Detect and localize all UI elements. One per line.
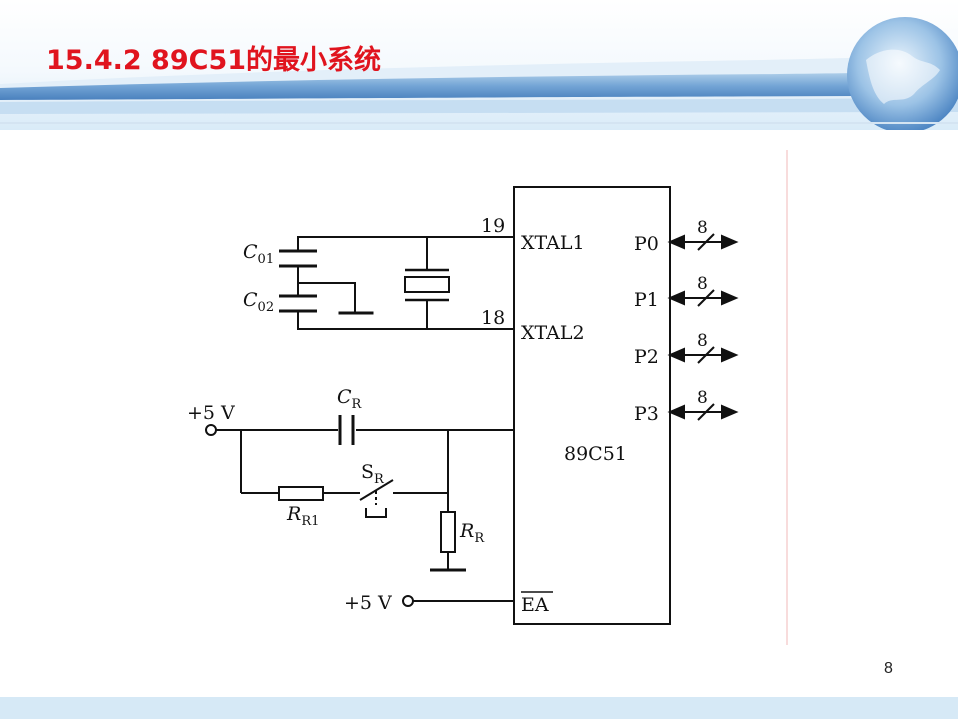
port-p3-bus <box>667 403 739 421</box>
pin-number-18: 18 <box>481 307 505 329</box>
label-rr: RR <box>459 520 485 546</box>
pin-label-xtal2: XTAL2 <box>521 322 585 344</box>
port-label-p2: P2 <box>634 346 659 368</box>
vcc-terminal-ea <box>402 595 414 607</box>
capacitor-cr <box>338 415 355 445</box>
page-number: 8 <box>884 660 893 677</box>
label-rr1: RR1 <box>286 503 319 529</box>
port-label-p0: P0 <box>634 233 659 255</box>
label-cr: CR <box>337 386 363 412</box>
port-label-p3: P3 <box>634 403 659 425</box>
header-banner <box>0 0 958 130</box>
label-vcc-reset: +5 V <box>187 402 235 424</box>
bus-width-p0: 8 <box>697 218 708 238</box>
label-vcc-ea: +5 V <box>344 592 392 614</box>
resistor-rr <box>440 511 456 553</box>
bus-width-p1: 8 <box>697 274 708 294</box>
port-p0-bus <box>667 233 739 251</box>
pin-label-xtal1: XTAL1 <box>521 232 585 254</box>
capacitor-c02 <box>279 294 317 313</box>
resistor-rr1 <box>278 486 324 501</box>
label-c01: C01 <box>243 241 274 267</box>
bus-width-p2: 8 <box>697 331 708 351</box>
chip-name: 89C51 <box>564 443 627 465</box>
footer-band <box>0 697 958 719</box>
slide-title: 15.4.2 89C51的最小系统 <box>46 45 382 76</box>
label-sr: SR <box>361 461 385 487</box>
crystal-oscillator <box>404 268 450 302</box>
bus-width-p3: 8 <box>697 388 708 408</box>
pin-number-19: 19 <box>481 215 505 237</box>
label-c02: C02 <box>243 289 274 315</box>
reset-switch <box>359 479 394 518</box>
port-p2-bus <box>667 346 739 364</box>
capacitor-c01 <box>279 249 317 268</box>
vcc-terminal-reset <box>205 424 217 436</box>
pin-label-ea: EA <box>521 594 549 616</box>
chip-body <box>513 186 671 625</box>
port-label-p1: P1 <box>634 289 659 311</box>
port-p1-bus <box>667 289 739 307</box>
